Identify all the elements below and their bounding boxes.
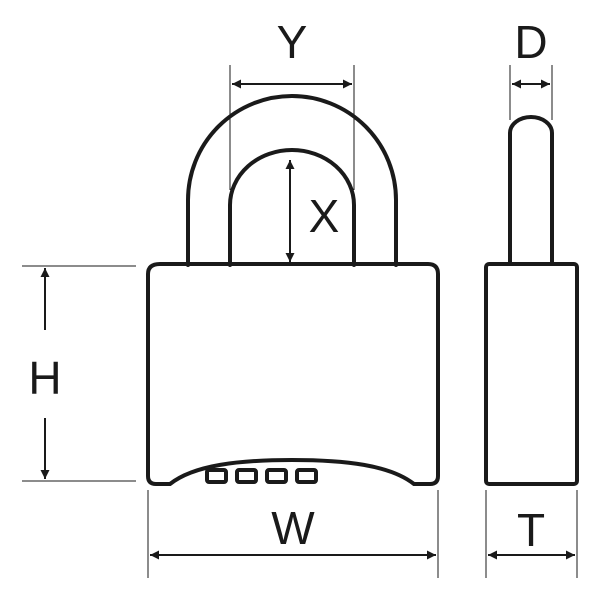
dial-4	[295, 468, 318, 484]
dial-1	[205, 468, 228, 484]
side-shackle	[508, 115, 554, 266]
dimension-d: D	[509, 16, 553, 120]
label-t: T	[517, 504, 545, 556]
side-lock-body	[484, 262, 579, 486]
label-h: H	[28, 352, 61, 404]
front-lock-body	[146, 262, 440, 486]
label-y: Y	[277, 16, 308, 68]
front-shackle	[186, 94, 398, 267]
label-x: X	[309, 190, 340, 242]
dimension-x: X	[285, 160, 340, 262]
dimension-y: Y	[229, 16, 355, 190]
label-d: D	[514, 16, 547, 68]
dial-3	[265, 468, 288, 484]
dimension-t: T	[485, 490, 578, 578]
label-w: W	[271, 502, 315, 554]
dial-2	[235, 468, 258, 484]
dimension-h: H	[22, 265, 136, 482]
combination-dials	[205, 468, 318, 484]
dimension-w: W	[147, 490, 439, 578]
